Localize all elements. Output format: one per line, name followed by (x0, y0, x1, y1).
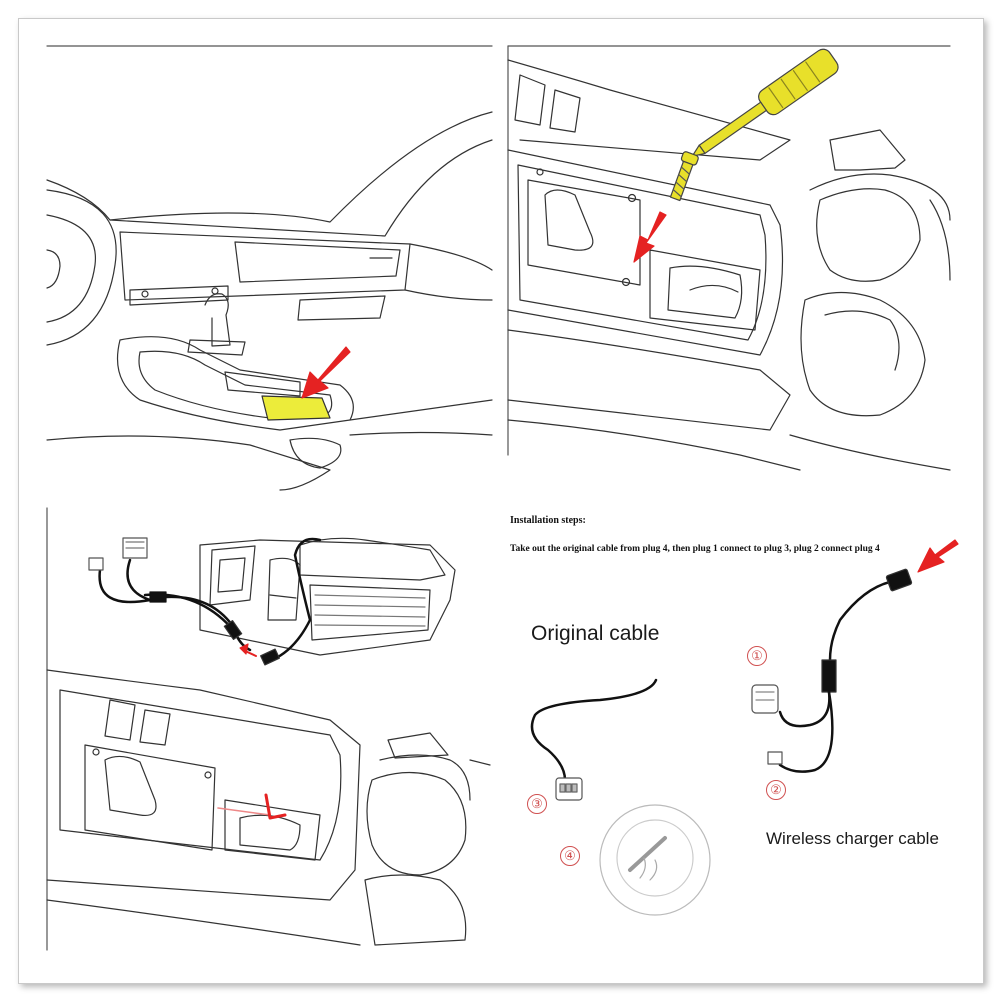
panel-screw-removal (507, 45, 951, 471)
plug-2-marker: ② (766, 780, 786, 800)
plug-3-marker: ③ (527, 794, 547, 814)
panel-wiring (530, 539, 959, 916)
image-frame (18, 18, 984, 984)
original-cable-label: Original cable (531, 622, 660, 645)
plug-1-marker: ① (747, 646, 767, 666)
wireless-charger-cable-label: Wireless charger cable (766, 829, 939, 848)
panel-cable-routing (46, 507, 491, 951)
installation-steps-text: Take out the original cable from plug 4,… (510, 544, 880, 554)
plug-4-marker: ④ (560, 846, 580, 866)
panel-dashboard-overview (46, 45, 493, 491)
installation-steps-title: Installation steps: (510, 515, 586, 526)
